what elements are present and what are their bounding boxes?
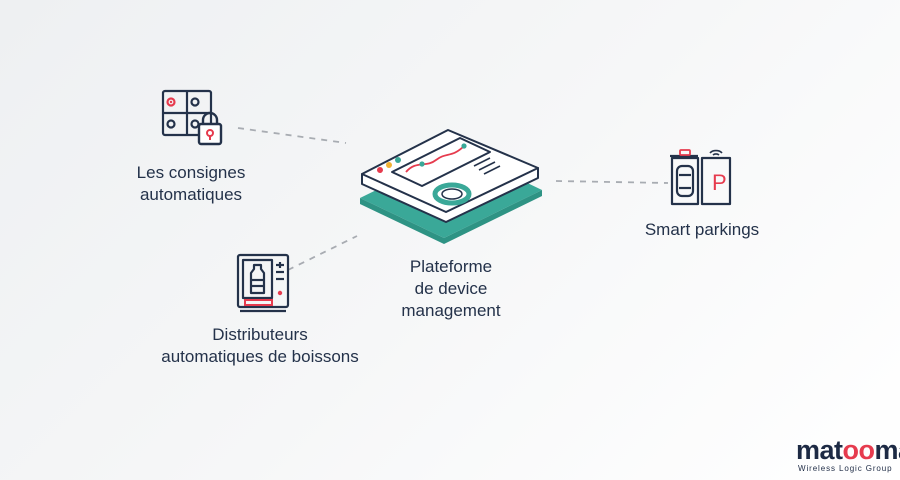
wifi-icon [709, 149, 723, 156]
locker-grid-icon [161, 89, 223, 146]
padlock-icon [197, 111, 223, 146]
vending-label: Distributeurs automatiques de boissons [161, 325, 359, 366]
connector-vending [287, 235, 358, 271]
vending-machine-icon [236, 253, 290, 313]
lockers-label: Les consignes automatiques [136, 163, 246, 204]
device-platform-icon [360, 129, 542, 244]
parking-icon: P [670, 149, 732, 206]
logo-tagline: Wireless Logic Group [798, 464, 893, 473]
parking-label: Smart parkings [644, 220, 760, 239]
connector-parking [555, 180, 669, 184]
parking-sign: P [712, 170, 727, 195]
platform-label: Plateforme de device management [401, 257, 501, 320]
matooma-logo: matooma [796, 435, 900, 465]
connector-lockers [237, 127, 347, 144]
